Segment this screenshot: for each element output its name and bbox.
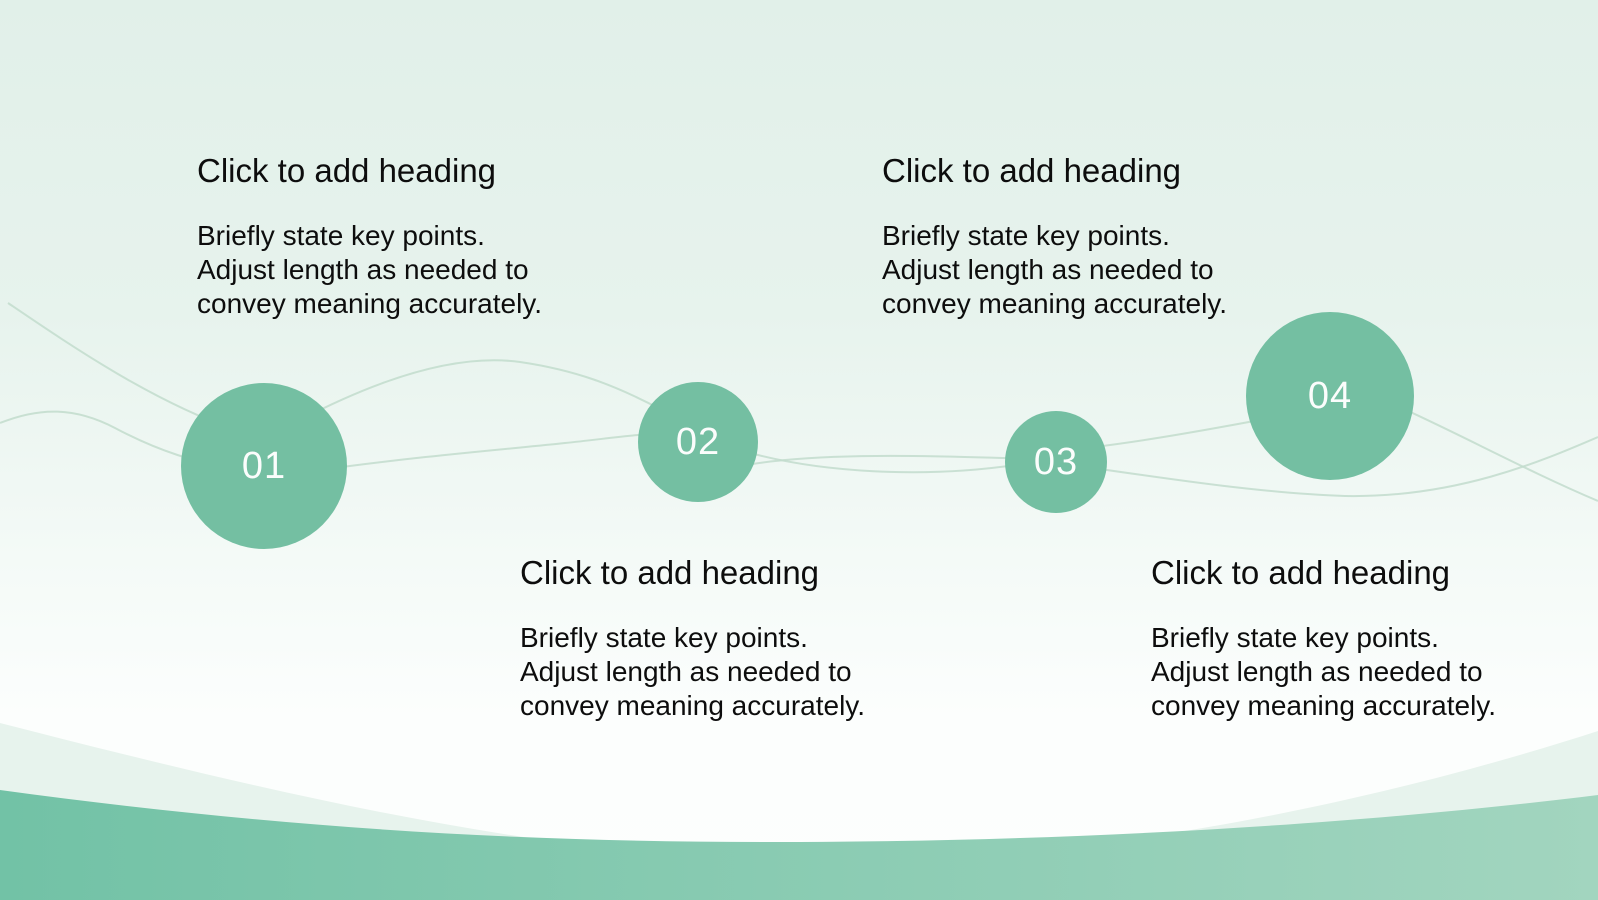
step-3-body-placeholder[interactable]: Briefly state key points. Adjust length … <box>882 219 1312 321</box>
step-number: 04 <box>1307 374 1353 417</box>
step-circle-03[interactable]: 03 <box>1005 411 1107 513</box>
step-4-heading-placeholder[interactable]: Click to add heading <box>1151 554 1451 591</box>
step-2-text-block: Click to add heading Briefly state key p… <box>520 552 950 723</box>
wave-green <box>0 790 1598 900</box>
step-3-text-block: Click to add heading Briefly state key p… <box>882 150 1312 321</box>
step-2-heading-placeholder[interactable]: Click to add heading <box>520 554 820 591</box>
body-line: Briefly state key points. <box>197 220 485 251</box>
step-3-heading-placeholder[interactable]: Click to add heading <box>882 152 1182 189</box>
body-line: Adjust length as needed to <box>197 254 529 285</box>
step-number: 01 <box>241 444 287 487</box>
curve-03-04-lower <box>1044 436 1598 498</box>
curve-02-03-flat <box>729 454 1041 469</box>
step-1-text-block: Click to add heading Briefly state key p… <box>197 150 627 321</box>
body-line: Adjust length as needed to <box>882 254 1214 285</box>
curve-02-03-sag <box>729 446 1041 474</box>
curve-04-right <box>1394 404 1598 502</box>
step-circle-01[interactable]: 01 <box>181 383 347 549</box>
body-line: convey meaning accurately. <box>882 288 1227 319</box>
curve-01-02-upper <box>299 359 663 421</box>
step-circle-04[interactable]: 04 <box>1246 312 1414 480</box>
body-line: Adjust length as needed to <box>1151 656 1483 687</box>
curve-01-02-lower <box>319 431 681 471</box>
step-number: 02 <box>675 420 721 463</box>
body-line: Briefly state key points. <box>1151 622 1439 653</box>
step-4-body-placeholder[interactable]: Briefly state key points. Adjust length … <box>1151 621 1581 723</box>
step-number: 03 <box>1033 440 1079 483</box>
body-line: Briefly state key points. <box>882 220 1170 251</box>
body-line: convey meaning accurately. <box>520 690 865 721</box>
step-1-body-placeholder[interactable]: Briefly state key points. Adjust length … <box>197 219 627 321</box>
body-line: Adjust length as needed to <box>520 656 852 687</box>
step-circle-02[interactable]: 02 <box>638 382 758 502</box>
body-line: Briefly state key points. <box>520 622 808 653</box>
body-line: convey meaning accurately. <box>1151 690 1496 721</box>
step-1-heading-placeholder[interactable]: Click to add heading <box>197 152 497 189</box>
step-4-text-block: Click to add heading Briefly state key p… <box>1151 552 1581 723</box>
step-2-body-placeholder[interactable]: Briefly state key points. Adjust length … <box>520 621 950 723</box>
body-line: convey meaning accurately. <box>197 288 542 319</box>
